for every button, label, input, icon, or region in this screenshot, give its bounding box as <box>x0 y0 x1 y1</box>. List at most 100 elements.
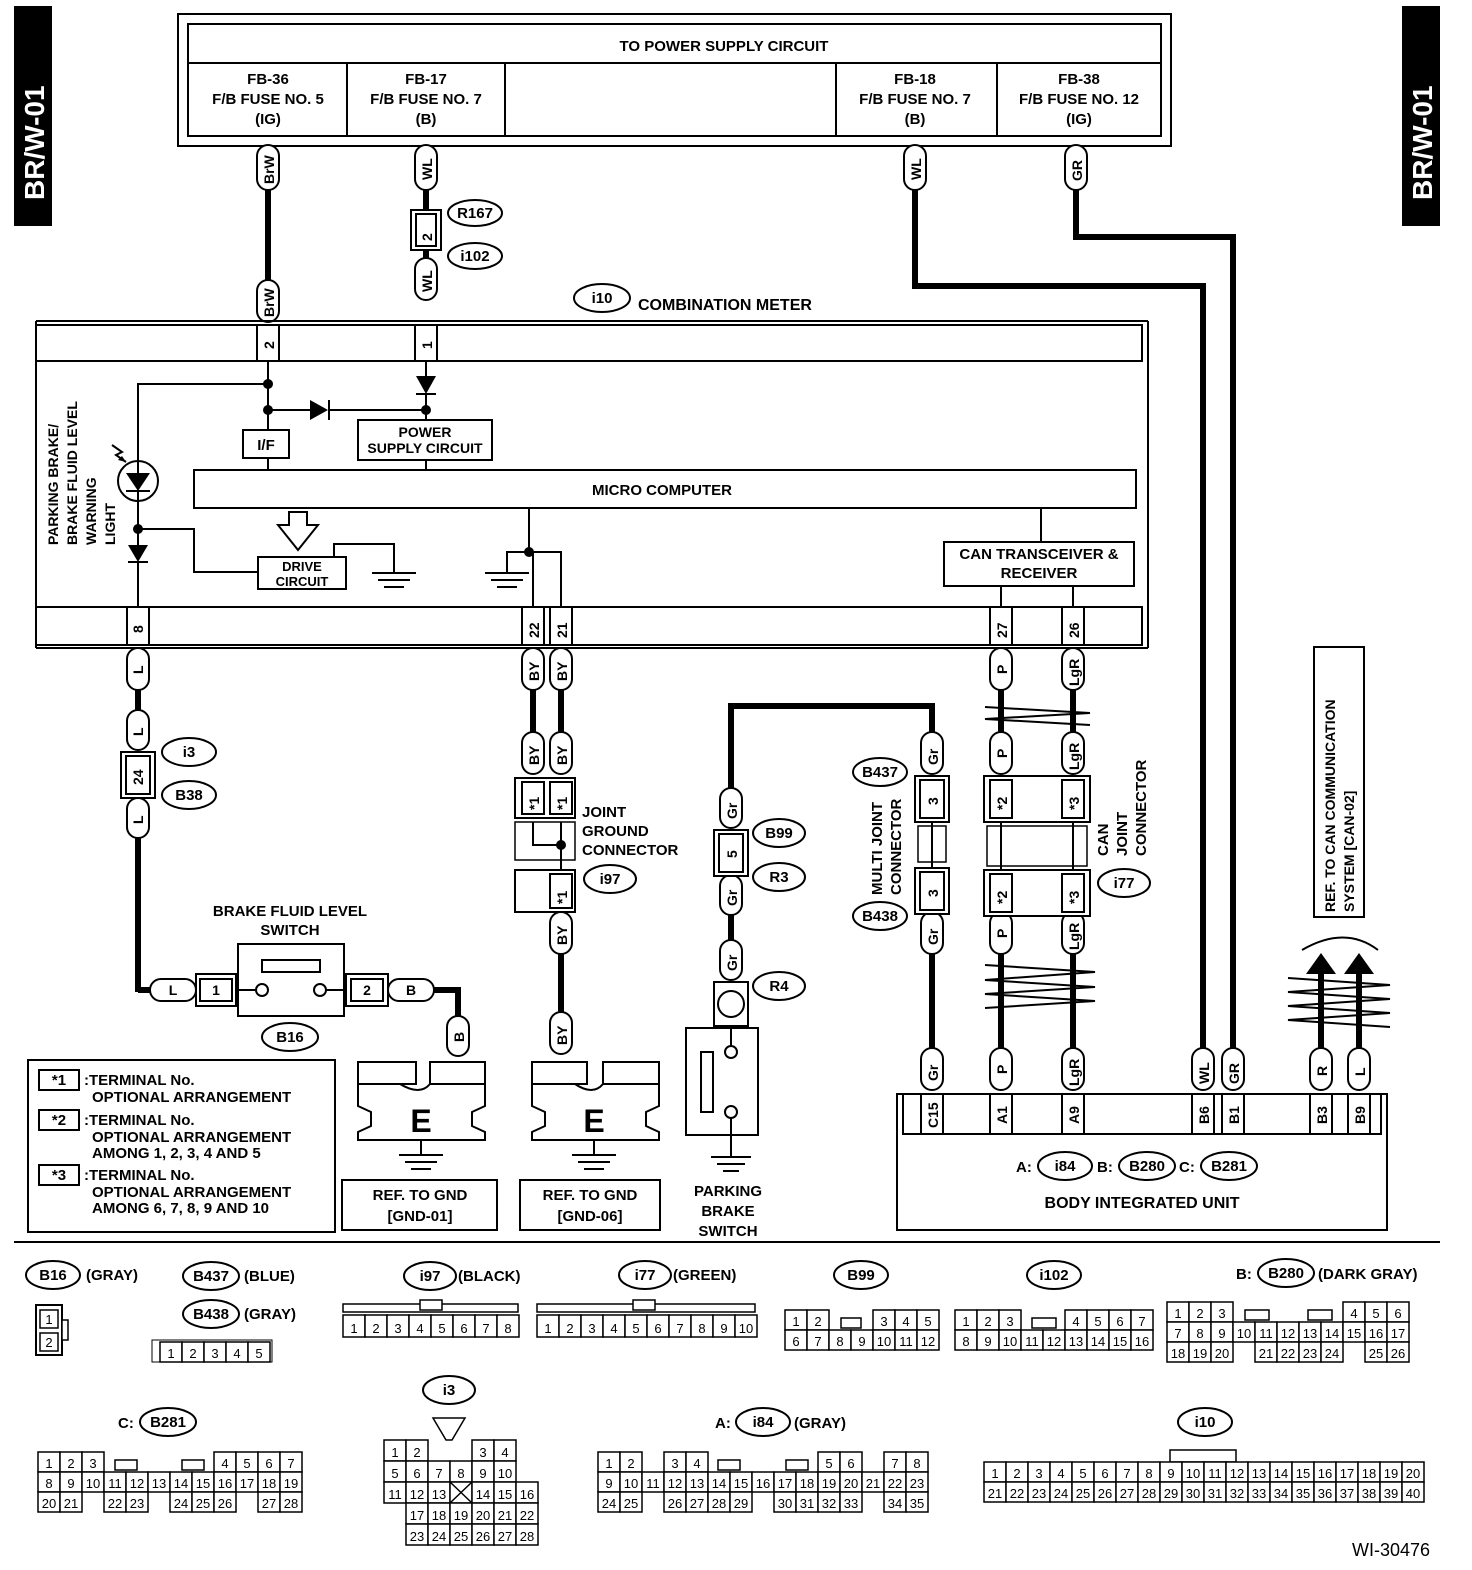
pin-meter-27: 27 <box>994 622 1010 638</box>
warning-light-label-3: WARNING <box>83 477 99 545</box>
pin-can-2b: *2 <box>994 891 1010 904</box>
cv-b99-pin-label: 3 <box>880 1314 887 1329</box>
joint-ground-connector: *1 *1 *1 JOINT GROUND CONNECTOR i97 <box>514 777 679 913</box>
ref-i3: i3 <box>183 744 196 761</box>
wire-gr-r4: Gr <box>724 954 740 971</box>
cv-i84-pin-label: 17 <box>778 1476 792 1491</box>
cv-b280-prefix: B: <box>1236 1266 1252 1283</box>
ref-r3: R3 <box>769 869 788 886</box>
cv-i102-pin-label: 4 <box>1072 1314 1079 1329</box>
cv-b281-cell <box>125 1491 149 1513</box>
cv-b281-ref: B281 <box>150 1414 186 1431</box>
ref-b280: B280 <box>1129 1158 1165 1175</box>
cv-i84-pin-label: 24 <box>602 1496 616 1511</box>
cv-b280-pin-label: 14 <box>1325 1326 1339 1341</box>
cv-i102-pin-label: 5 <box>1094 1314 1101 1329</box>
biu-b-prefix: B: <box>1097 1159 1113 1176</box>
cv-i84-pin-label: 28 <box>712 1496 726 1511</box>
pin-meter-8: 8 <box>130 625 146 633</box>
cv-i84-pin-label: 25 <box>624 1496 638 1511</box>
cv-i102-ref: i102 <box>1039 1267 1068 1284</box>
cv-i3-pin-label: 22 <box>520 1508 534 1523</box>
pin-b437-3: 3 <box>925 797 941 805</box>
wire-wl-fb18: WL <box>908 158 924 180</box>
cv-i84-pin-label: 9 <box>605 1476 612 1491</box>
cv-i3-pin-label: 15 <box>498 1487 512 1502</box>
legend-1-line-1: :TERMINAL No. <box>84 1072 195 1089</box>
brake-fluid-level-switch: BRAKE FLUID LEVEL SWITCH L 1 2 B16 B B16… <box>149 903 470 1057</box>
cv-b280-pin-label: 25 <box>1369 1346 1383 1361</box>
joint-label-2: GROUND <box>582 823 649 840</box>
cv-i84-pin-label: 30 <box>778 1496 792 1511</box>
wire-p-27: P <box>994 665 1010 674</box>
ground-e-06: E REF. TO GND [GND-06] <box>519 1061 661 1231</box>
parking-brake-switch: R4 PARKING BRAKE SWITCH <box>685 971 806 1240</box>
cv-i77-pin-label: 1 <box>544 1321 551 1336</box>
power-supply-circuit-label-2: SUPPLY CIRCUIT <box>367 440 483 456</box>
cv-i84-color: (GRAY) <box>794 1415 846 1432</box>
cv-i3-pin-label: 26 <box>476 1529 490 1544</box>
legend: *1 :TERMINAL No. OPTIONAL ARRANGEMENT *2… <box>27 1059 336 1233</box>
wire-b-bfl-label: B <box>406 982 416 998</box>
side-tab-left-text: BR/W-01 <box>19 85 50 200</box>
ref-b38: B38 <box>175 787 203 804</box>
cv-i84-pin-label: 35 <box>910 1496 924 1511</box>
legend-2-line-3: AMONG 1, 2, 3, 4 AND 5 <box>92 1145 261 1162</box>
fuse-fb36-type: (IG) <box>255 111 281 128</box>
pin-biu-b3: B3 <box>1314 1106 1330 1124</box>
cv-b16-ref: B16 <box>39 1267 67 1284</box>
pin-meter-26: 26 <box>1066 622 1082 638</box>
power-supply-circuit-label-1: POWER <box>399 424 452 440</box>
cv-b280-pin-label: 9 <box>1218 1326 1225 1341</box>
body-integrated-unit: C15 A1 A9 B6 B1 B3 B9 A: i84 B: B280 C: … <box>896 1093 1388 1231</box>
cv-b281-pin-label: 16 <box>218 1476 232 1491</box>
legend-2-line-2: OPTIONAL ARRANGEMENT <box>92 1129 291 1146</box>
warning-light-label-2: BRAKE FLUID LEVEL <box>64 401 80 545</box>
cv-b280-color: (DARK GRAY) <box>1318 1266 1417 1283</box>
fuse-fb38-type: (IG) <box>1066 111 1092 128</box>
cv-b280-pin-label: 6 <box>1394 1306 1401 1321</box>
cv-i77-pin-label: 5 <box>632 1321 639 1336</box>
cv-b280-ref: B280 <box>1268 1265 1304 1282</box>
cv-b437-color: (BLUE) <box>244 1268 295 1285</box>
cv-i10-pin-label: 29 <box>1164 1486 1178 1501</box>
wire-r-b3: R <box>1314 1066 1330 1076</box>
wire-l-bfl: L <box>169 982 178 998</box>
wire-b-gnd: B <box>451 1032 467 1042</box>
side-tab-right: BR/W-01 <box>1402 6 1440 226</box>
cv-i10-pin-label: 36 <box>1318 1486 1332 1501</box>
cv-b99-pin-label: 2 <box>814 1314 821 1329</box>
cv-i102-pin-label: 8 <box>962 1334 969 1349</box>
joint-label-1: JOINT <box>582 804 626 821</box>
cv-i84-pin-label: 10 <box>624 1476 638 1491</box>
multi-joint-connector: 3 3 B437 B438 MULTI JOINT CONNECTOR <box>852 757 950 931</box>
cv-b280-pin-label: 20 <box>1215 1346 1229 1361</box>
cv-i84-pin-label: 21 <box>866 1476 880 1491</box>
cv-i10-pin-label: 14 <box>1274 1466 1288 1481</box>
cv-i84-prefix: A: <box>715 1415 731 1432</box>
wire-by-joint-a: BY <box>526 745 542 765</box>
legend-3-line-3: AMONG 6, 7, 8, 9 AND 10 <box>92 1200 269 1217</box>
cv-b437-pin-label: 5 <box>255 1346 262 1361</box>
cv-i84-ref: i84 <box>753 1414 775 1431</box>
pin-biu-a1: A1 <box>994 1106 1010 1124</box>
cv-b280-pin-label: 3 <box>1218 1306 1225 1321</box>
cv-b280-pin-label: 12 <box>1281 1326 1295 1341</box>
cv-b280-pin-label: 26 <box>1391 1346 1405 1361</box>
cv-i84-pin-label: 27 <box>690 1496 704 1511</box>
cv-b280-pin-label: 23 <box>1303 1346 1317 1361</box>
wire-wl-b6: WL <box>1196 1062 1212 1084</box>
cv-b280-pin-label: 1 <box>1174 1306 1181 1321</box>
pin-biu-b9: B9 <box>1352 1106 1368 1124</box>
pin-r167: 2 <box>419 233 435 241</box>
cv-b280-pin-label: 7 <box>1174 1326 1181 1341</box>
ref-i10: i10 <box>592 290 613 307</box>
cv-i10-pin-label: 7 <box>1123 1466 1130 1481</box>
cv-i97-color: (BLACK) <box>458 1268 520 1285</box>
cv-i3-pin-label: 20 <box>476 1508 490 1523</box>
cv-i10-pin-label: 4 <box>1057 1466 1064 1481</box>
ref-b16: B16 <box>276 1029 304 1046</box>
wire-by-joint-b: BY <box>554 745 570 765</box>
cv-i3-pin-label: 6 <box>413 1466 420 1481</box>
cv-b281-pin-label: 8 <box>45 1476 52 1491</box>
